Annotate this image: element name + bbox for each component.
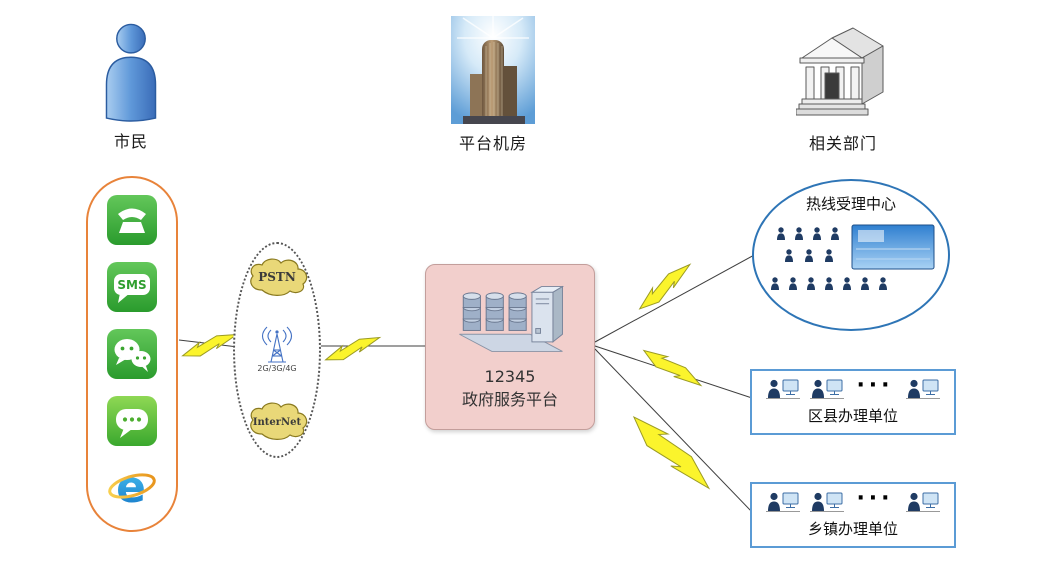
district-label: 区县办理单位: [807, 407, 898, 425]
cellular-network: 2G/3G/4G: [248, 326, 306, 373]
platform-number: 12345: [484, 367, 536, 386]
server-room-label: 平台机房: [458, 134, 527, 153]
sms-icon: SMS: [107, 262, 157, 312]
channel-group: SMS e: [86, 176, 178, 532]
hotline-label: 热线受理中心: [805, 195, 896, 213]
server-room-node: 平台机房: [450, 16, 536, 154]
lightning-bolt: [628, 403, 714, 504]
district-icons-row: ···: [766, 373, 940, 402]
operator-icon: [810, 379, 845, 399]
cellular-antenna-icon: [261, 326, 293, 363]
cellular-label: 2G/3G/4G: [257, 363, 297, 373]
citizen-label: 市民: [113, 132, 148, 151]
bank-building-icon: [796, 27, 884, 116]
district-units-group: ··· 区县办理单位: [750, 369, 956, 435]
township-units-group: ··· 乡镇办理单位: [750, 482, 956, 548]
lightning-bolt: [322, 334, 383, 364]
chat-app-icon: [107, 396, 157, 446]
ellipsis: ···: [856, 373, 894, 398]
ie-letter: e: [116, 463, 146, 513]
ellipsis: ···: [856, 486, 894, 511]
operator-icon: [905, 379, 940, 399]
departments-node: 相关部门: [795, 26, 891, 154]
township-label: 乡镇办理单位: [807, 520, 898, 538]
hotline-people-art: [771, 224, 935, 290]
operator-icon: [810, 492, 845, 512]
citizen-node: 市民: [96, 22, 166, 152]
lightning-bolt: [179, 331, 240, 360]
platform-node: 12345 政府服务平台: [425, 264, 595, 430]
server-icon: [459, 285, 565, 352]
access-network-group: PSTN 2G/3G/4G: [233, 242, 321, 458]
hotline-center-group: 热线受理中心: [752, 179, 950, 331]
operator-icon: [905, 492, 940, 512]
lightning-bolt: [640, 339, 704, 398]
phone-icon: [107, 195, 157, 245]
pstn-cloud: PSTN: [250, 258, 308, 296]
platform-title: 政府服务平台: [461, 390, 558, 410]
pstn-label: PSTN: [258, 270, 296, 284]
video-wall-image: [851, 224, 935, 270]
operator-icon: [766, 492, 801, 512]
departments-label: 相关部门: [808, 134, 877, 153]
internet-cloud: InterNet: [250, 402, 308, 440]
server-room-photo: [451, 16, 535, 124]
internet-label: InterNet: [253, 417, 302, 428]
operator-icon: [766, 379, 801, 399]
sms-text: SMS: [117, 278, 146, 292]
wechat-icon: [107, 329, 157, 379]
ie-browser-icon: e: [108, 463, 156, 513]
person-icon: [105, 23, 157, 122]
lightning-bolt: [631, 261, 699, 313]
township-icons-row: ···: [766, 486, 940, 515]
